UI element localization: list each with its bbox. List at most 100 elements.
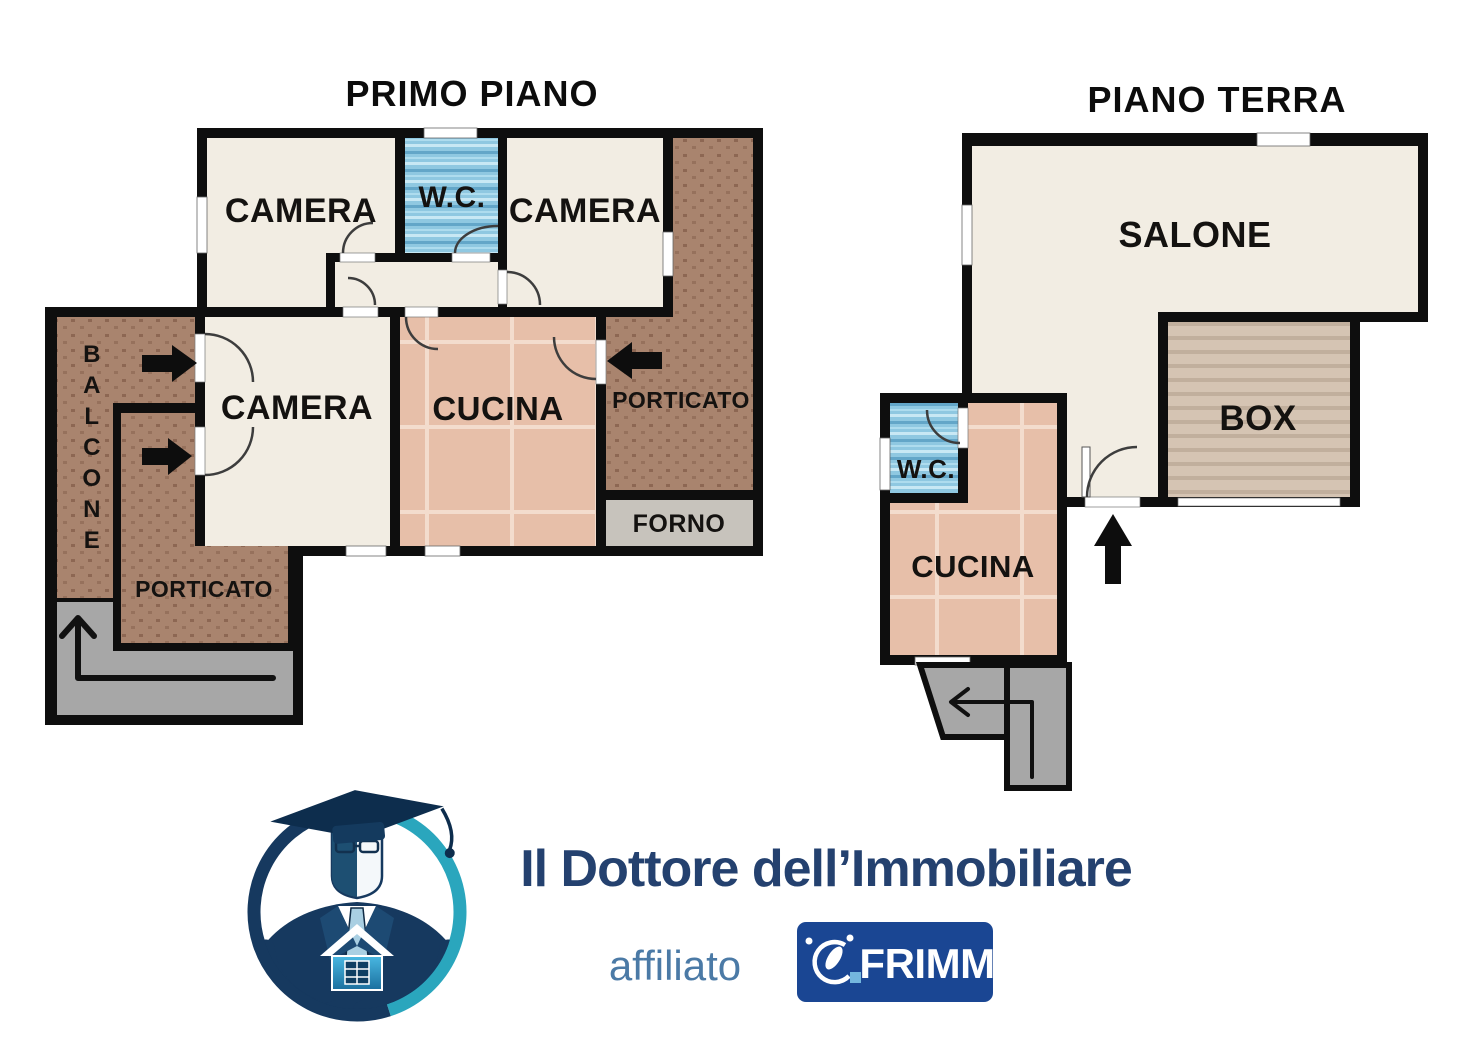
windows	[196, 127, 674, 557]
garage-door-gap	[1177, 497, 1341, 507]
room-label-camera-w: CAMERA	[221, 389, 373, 427]
stairs-arrow-line	[75, 617, 276, 681]
room-cucina-floor	[890, 503, 968, 655]
agency-logo-emblem-icon	[247, 790, 467, 1022]
door-gap	[342, 306, 379, 318]
entrance-arrows	[142, 342, 662, 475]
room-label-camera-nw: CAMERA	[225, 192, 377, 230]
window	[879, 437, 891, 491]
door-arc	[204, 332, 255, 383]
room-wc-floor	[405, 138, 498, 253]
door-gap	[497, 269, 508, 305]
door-arc	[1085, 445, 1138, 498]
room-salone-floor	[972, 146, 1418, 312]
room-label-porticato-sw: PORTICATO	[135, 576, 273, 602]
door-arc	[453, 224, 499, 254]
room-label-cucina: CUCINA	[432, 390, 563, 427]
wall-segment	[326, 253, 502, 262]
window	[196, 196, 208, 254]
door-gap	[194, 426, 206, 476]
agency-logo: Il Dottore dell’Immobiliare affiliato FR…	[247, 790, 1133, 1022]
entrance-arrow-icon	[142, 438, 192, 475]
frimm-icon	[805, 934, 861, 985]
frimm-icon-pen	[825, 946, 843, 970]
frimm-icon-dot	[846, 934, 854, 942]
graduation-cap-icon	[270, 790, 455, 859]
corridor	[326, 253, 502, 317]
house-icon	[320, 924, 394, 991]
room-label-wc: W.C.	[419, 181, 486, 214]
stairs-arrow-head	[59, 615, 97, 639]
door-gap	[194, 333, 206, 383]
piano-terra-title: PIANO TERRA	[1087, 79, 1346, 120]
frimm-badge-bg	[797, 922, 993, 1002]
window	[1256, 132, 1311, 147]
entrance-arrow-icon	[607, 342, 662, 379]
room-label-forno: FORNO	[633, 510, 726, 538]
door-gap	[404, 306, 439, 318]
window	[423, 127, 478, 139]
door-gap	[339, 252, 376, 263]
room-box-floor	[1168, 322, 1350, 497]
window	[345, 545, 387, 557]
cap-tassel-knot	[444, 848, 455, 859]
entrance-arrow-icon	[1094, 514, 1132, 584]
frimm-label: FRIMM	[859, 940, 994, 987]
door-gap	[595, 339, 607, 385]
floor-plan-piano-terra: PIANO TERRA	[879, 79, 1428, 791]
door-leaf	[1081, 446, 1091, 498]
room-cucina-floor	[400, 317, 596, 546]
stairs-arrow-head	[949, 687, 970, 717]
house-roof	[320, 924, 394, 956]
door-gap	[451, 252, 491, 263]
affiliato-label: affiliato	[609, 942, 741, 989]
room-camera-ne-floor	[507, 138, 663, 307]
corridor-floor	[335, 262, 498, 307]
door-arc	[925, 409, 961, 445]
window	[961, 204, 973, 266]
cap-base	[332, 822, 386, 844]
room-label-salone: SALONE	[1118, 214, 1271, 255]
stairs-floor	[57, 651, 293, 715]
room-porticato-sw-floor	[121, 546, 288, 643]
door-arc	[404, 316, 439, 351]
frimm-badge: FRIMM	[797, 922, 995, 1002]
emblem-ring-left	[247, 807, 391, 1022]
window	[662, 231, 674, 277]
frimm-icon-swoosh	[812, 939, 851, 985]
door-gap	[1084, 496, 1141, 508]
room-cucina-floor	[968, 403, 1057, 655]
room-label-cucina: CUCINA	[911, 549, 1035, 584]
figure-lapel-left	[320, 906, 357, 960]
door-arc	[552, 336, 597, 381]
room-label-wc: W.C.	[897, 454, 955, 484]
room-balcone-floor	[57, 403, 113, 598]
cap-tassel	[440, 807, 454, 851]
door-openings	[194, 252, 607, 476]
window	[424, 545, 461, 557]
wall-segment	[326, 253, 335, 317]
stairs-arrow-line	[952, 700, 1034, 779]
room-wc-floor	[890, 403, 958, 493]
door-arcs	[204, 221, 597, 477]
doors	[925, 407, 1141, 508]
entrance-arrow-icon	[142, 345, 197, 382]
door-arc	[341, 221, 374, 254]
room-forno-floor	[606, 500, 753, 546]
stairs	[915, 662, 1072, 791]
stairs-arrow-icon	[59, 615, 276, 681]
room-label-porticato-e: PORTICATO	[612, 387, 750, 413]
frimm-icon-dot	[805, 937, 813, 945]
brand-name: Il Dottore dell’Immobiliare	[520, 840, 1132, 898]
door-arc	[347, 276, 377, 306]
room-label-box: BOX	[1219, 399, 1297, 438]
stairs-arrow-icon	[949, 687, 1034, 779]
windows	[879, 132, 1311, 666]
room-label-camera-ne: CAMERA	[509, 192, 661, 230]
door-gap	[957, 407, 969, 449]
house-window-grid	[345, 961, 369, 984]
door-arc	[506, 270, 542, 306]
figure-lapel-right	[357, 906, 394, 960]
